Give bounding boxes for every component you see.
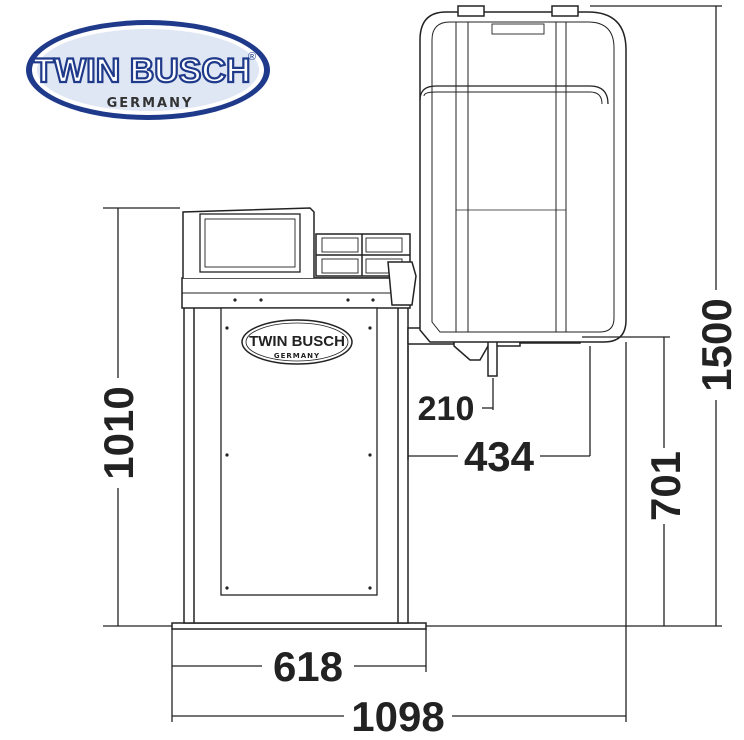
dimension-1010: 1010 <box>95 386 142 479</box>
wheel-guard <box>419 5 627 343</box>
dimension-lines <box>103 5 722 722</box>
brand-logo: TWIN BUSCH ® GERMANY <box>26 20 270 120</box>
dimension-701: 701 <box>642 451 689 521</box>
logo-registered-mark: ® <box>248 51 256 63</box>
dimension-434: 434 <box>464 433 535 480</box>
panel-logo-brand-text: TWIN BUSCH <box>249 333 345 350</box>
dimension-618: 618 <box>273 643 343 690</box>
dimension-1500: 1500 <box>693 298 740 391</box>
dimension-1098: 1098 <box>351 693 444 740</box>
panel-logo-country-text: GERMANY <box>274 352 320 360</box>
machine-body <box>171 207 581 630</box>
logo-brand-text: TWIN BUSCH <box>33 52 250 90</box>
logo-country-text: GERMANY <box>107 96 194 111</box>
panel-logo: TWIN BUSCH GERMANY <box>241 319 353 365</box>
dimension-210: 210 <box>418 390 475 428</box>
